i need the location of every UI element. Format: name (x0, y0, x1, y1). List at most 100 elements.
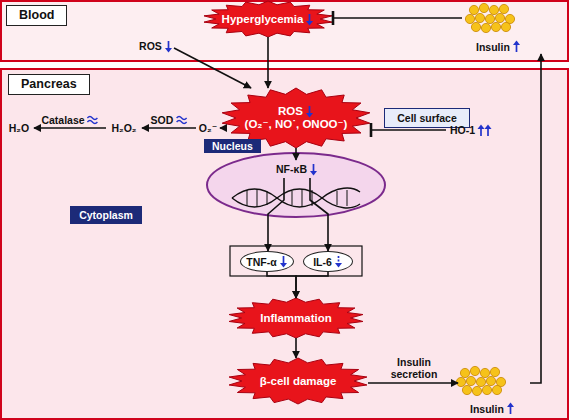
insulin-granules (456, 366, 505, 395)
indicator-shaft (282, 256, 284, 264)
indicator-head (306, 21, 313, 26)
text-row: ROS (139, 40, 173, 53)
starburst-shape (229, 298, 363, 338)
arrow-connector (220, 127, 221, 129)
node-text: Insulin (470, 403, 504, 415)
node-text: ROS (278, 105, 303, 118)
text-node: H₂O (4, 120, 34, 136)
node-text: TNF-α (246, 256, 276, 268)
dna-strand (232, 189, 360, 208)
cytokine-frame (230, 246, 362, 276)
change-indicator (506, 402, 515, 415)
node-text: (O₂⁻, NO˙, ONOO⁻) (245, 118, 348, 131)
dna-rung (257, 189, 258, 207)
dna-rung (302, 189, 303, 207)
text-row: Pancreas (8, 74, 90, 95)
granule (491, 22, 500, 31)
text-row: (O₂⁻, NO˙, ONOO⁻) (245, 118, 348, 131)
change-indicator (305, 13, 314, 26)
node-text: ROS (139, 40, 162, 52)
starburst-shape (229, 358, 367, 404)
text-node: O₂⁻ (196, 120, 220, 136)
granule (475, 13, 484, 22)
node-text: Inflammation (260, 312, 332, 325)
dna-rung (247, 190, 248, 206)
indicator-head (507, 403, 514, 408)
nucleus-shape (207, 153, 385, 217)
arrow-connector (34, 127, 106, 129)
text-row: Insulin (470, 402, 515, 415)
node-text: Insulin (476, 41, 510, 53)
node-text: β-cell damage (260, 375, 337, 388)
granule (471, 22, 480, 31)
text-node: HO-1 (446, 122, 496, 138)
arrow-connector (296, 272, 328, 298)
indicator-shaft (168, 41, 170, 49)
node-text: HO-1 (450, 124, 475, 136)
arrow-connector (295, 148, 297, 160)
starburst: Inflammation (228, 298, 364, 338)
granule (501, 22, 510, 31)
edge-label-box: SOD (151, 113, 188, 126)
indicator-shaft (337, 256, 339, 264)
text-row: Inflammation (260, 312, 332, 325)
granule (499, 4, 508, 13)
indicator-head (280, 263, 287, 268)
node-text: Cell surface (397, 112, 457, 124)
node-text: Cytoplasm (79, 209, 133, 221)
change-indicator (477, 124, 492, 137)
arrow-connector (530, 54, 541, 383)
change-indicator (512, 40, 521, 53)
text-row: H₂O₂ (111, 122, 136, 134)
granule (465, 14, 474, 23)
indicator-head (165, 48, 172, 53)
edge-label: SOD (151, 114, 174, 126)
text-node: H₂O₂ (106, 120, 142, 136)
text-row: NF-κB (276, 163, 318, 176)
inhibition-connector (333, 17, 462, 19)
nucleus-ellipse: NF-κBNucleus (206, 152, 386, 218)
node-text: H₂O₂ (111, 122, 136, 134)
label-box: Cytoplasm (70, 206, 142, 224)
starburst-shape (204, 1, 332, 37)
starburst: Hyperglycemia (203, 1, 333, 37)
text-row: O₂⁻ (199, 122, 217, 134)
edge-label-box: Insulin secretion (385, 356, 443, 380)
text-row: ROS (278, 105, 314, 118)
node-text: O₂⁻ (199, 122, 217, 134)
text-row: Hyperglycemia (222, 13, 315, 26)
inhibition-connector (371, 129, 446, 131)
text-row: HO-1 (450, 124, 492, 137)
cytokine-oval: IL-6 (303, 251, 353, 272)
change-indicator (334, 255, 343, 268)
indicator-shaft (313, 164, 315, 172)
arrow-connector (267, 37, 269, 88)
dna-rung (337, 191, 338, 205)
granule (485, 14, 494, 23)
dna-helix (232, 188, 360, 208)
text-row: Blood (6, 5, 67, 26)
text-row: Cytoplasm (79, 209, 133, 221)
dna-rung (267, 191, 268, 205)
text-node: ROS (136, 38, 176, 54)
granule (469, 5, 478, 14)
change-indicator (305, 105, 314, 118)
node-text: Pancreas (21, 77, 77, 92)
granule (481, 23, 490, 32)
insulin-granules (465, 3, 514, 32)
granule (489, 5, 498, 14)
arrow-connector (295, 338, 297, 358)
node-text: H₂O (9, 122, 29, 134)
indicator-head (306, 113, 313, 118)
arrow-connector (268, 178, 284, 251)
edge-label: Insulin secretion (385, 356, 443, 380)
change-indicator (164, 40, 173, 53)
indicator-shaft (309, 14, 311, 22)
region-band: Cell surface ROS(O₂⁻, NO˙, ONOO⁻) HO-1 O₂⁻ H… (0, 68, 569, 420)
granule (479, 3, 488, 12)
dna-rung (292, 191, 293, 205)
edge-label: Catalase (41, 114, 84, 126)
change-indicator (279, 255, 288, 268)
